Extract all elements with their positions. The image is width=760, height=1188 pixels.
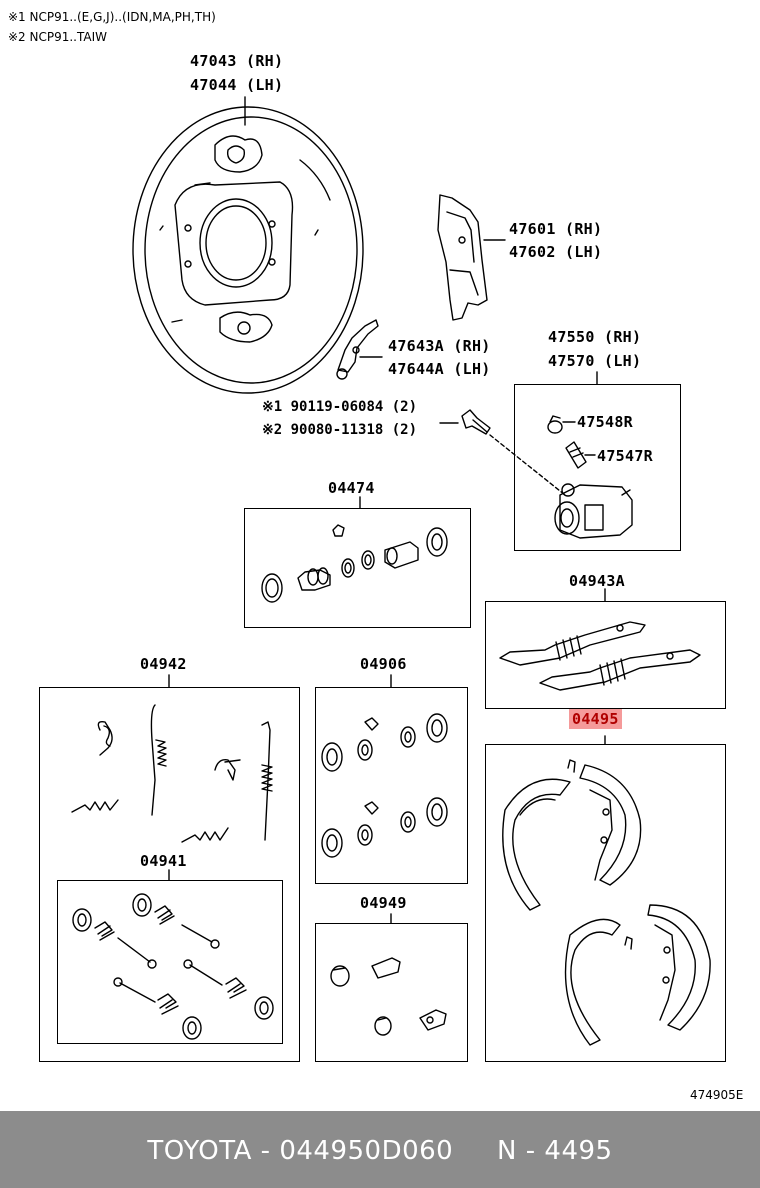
label-spring-kit[interactable]: 04942 (140, 655, 187, 673)
adjuster-kit-parts-icon (499, 621, 701, 691)
brake-shoes-icon (502, 759, 711, 1046)
boot-kit-parts-icon (330, 957, 447, 1036)
wheel-cylinder-box (514, 384, 681, 551)
label-cylinder-kit[interactable]: 04474 (328, 479, 375, 497)
bolt-icon (461, 409, 491, 435)
label-bleeder-plug[interactable]: 47547R (597, 447, 653, 465)
label-lever-lh[interactable]: 47644A (LH) (388, 360, 491, 378)
label-bracket-rh[interactable]: 47601 (RH) (509, 220, 603, 238)
label-wheel-cylinder-rh[interactable]: 47550 (RH) (548, 328, 642, 346)
label-backing-plate-rh[interactable]: 47043 (RH) (190, 52, 284, 70)
cylinder-kit-parts-icon (261, 524, 448, 603)
adjuster-kit-box (485, 601, 726, 709)
label-bolt-ncp91-idn[interactable]: ※1 90119-06084 (2) (262, 399, 418, 415)
note-ncp91-taiw: ※2 NCP91..TAIW (8, 30, 108, 44)
label-wheel-cylinder-lh[interactable]: 47570 (LH) (548, 352, 642, 370)
label-bracket-lh[interactable]: 47602 (LH) (509, 243, 603, 261)
label-adjuster-kit[interactable]: 04943A (569, 572, 625, 590)
label-shoe-set-highlighted[interactable]: 04495 (569, 709, 622, 729)
backing-plate-icon (132, 106, 364, 394)
bleeder-plug-icon (565, 441, 587, 469)
bleeder-cap-icon (547, 415, 563, 434)
lever-icon (336, 319, 379, 380)
diagram-id: 474905E (690, 1088, 744, 1102)
label-hold-down-kit[interactable]: 04941 (140, 852, 187, 870)
bracket-icon (437, 194, 488, 321)
label-bleeder-cap[interactable]: 47548R (577, 413, 633, 431)
footer-bar (0, 1111, 760, 1188)
footer-part-number: TOYOTA - 044950D060 N - 4495 (147, 1136, 613, 1166)
label-bolt-ncp91-taiw[interactable]: ※2 90080-11318 (2) (262, 422, 418, 438)
cup-kit-box (315, 687, 468, 884)
spring-kit-parts-icon (71, 704, 273, 843)
boot-kit-box (315, 923, 468, 1062)
hold-down-parts-icon (72, 893, 274, 1040)
label-lever-rh[interactable]: 47643A (RH) (388, 337, 491, 355)
cylinder-kit-box (244, 508, 471, 628)
spring-kit-box (39, 687, 300, 1062)
note-ncp91-idn: ※1 NCP91..(E,G,J)..(IDN,MA,PH,TH) (8, 10, 216, 24)
label-cup-kit[interactable]: 04906 (360, 655, 407, 673)
hold-down-kit-box (57, 880, 283, 1044)
cup-kit-parts-icon (321, 713, 448, 858)
wheel-cylinder-icon (554, 483, 633, 539)
label-backing-plate-lh[interactable]: 47044 (LH) (190, 76, 284, 94)
label-boot-kit[interactable]: 04949 (360, 894, 407, 912)
shoe-set-box (485, 744, 726, 1062)
